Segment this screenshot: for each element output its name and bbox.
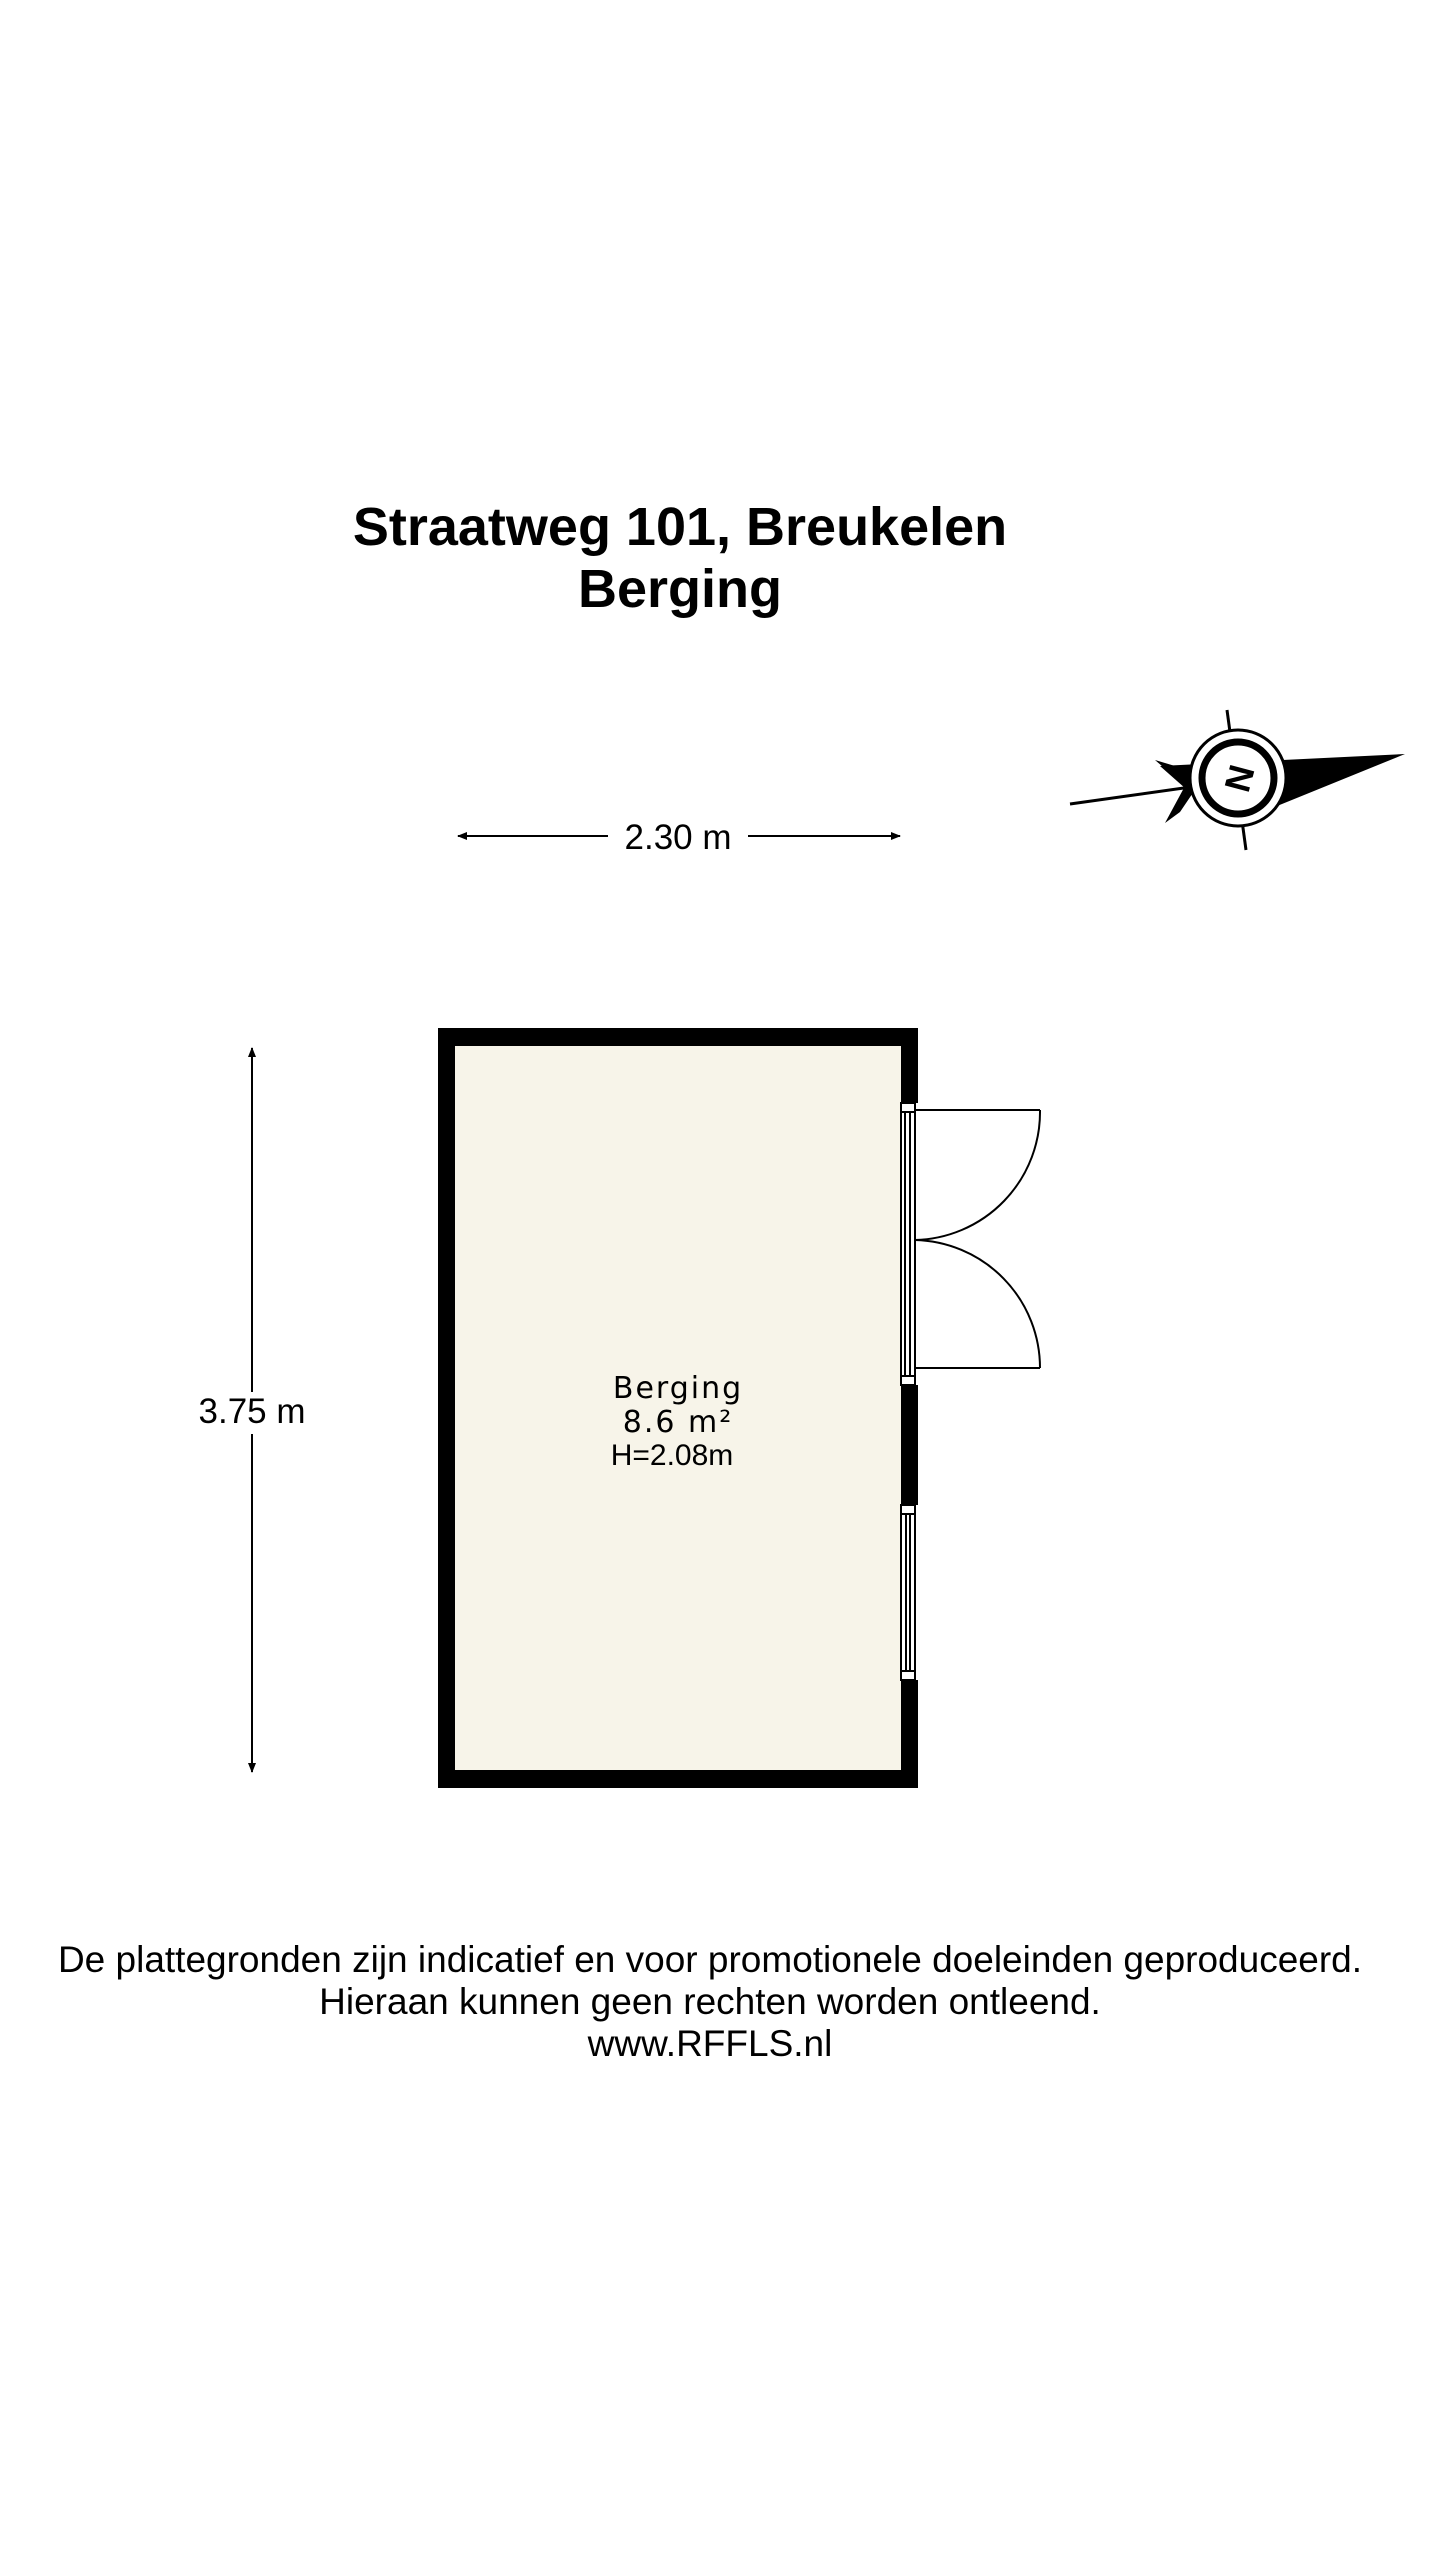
disclaimer-line-2: Hieraan kunnen geen rechten worden ontle… (319, 1981, 1101, 2022)
height-label: 3.75 m (199, 1392, 306, 1431)
north-arrow-icon: N (1069, 709, 1405, 851)
page-subtitle: Berging (578, 559, 782, 619)
height-dimension: 3.75 m (199, 1047, 306, 1773)
page-title: Straatweg 101, Breukelen (353, 497, 1007, 557)
website-link: www.RFFLS.nl (587, 2023, 833, 2064)
width-dimension: 2.30 m (457, 818, 901, 857)
walls (438, 1028, 918, 1788)
disclaimer-line-1: De plattegronden zijn indicatief en voor… (58, 1939, 1362, 1980)
double-door (900, 1102, 1042, 1386)
room-name: Berging (613, 1371, 743, 1406)
room-floor (455, 1046, 901, 1770)
room-ceiling-height: H=2.08m (611, 1439, 734, 1472)
room-area: 8.6 m² (623, 1405, 734, 1440)
width-label: 2.30 m (625, 818, 732, 857)
window (900, 1504, 916, 1681)
